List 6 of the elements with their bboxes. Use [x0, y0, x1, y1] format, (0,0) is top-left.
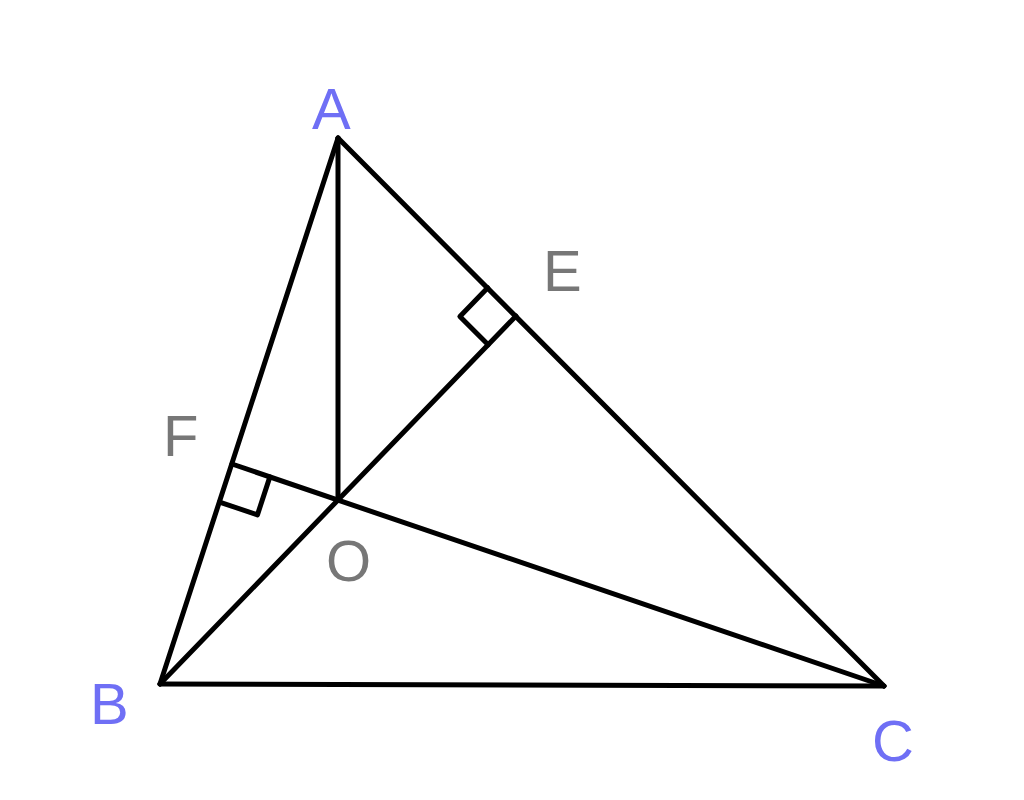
point-label: B: [90, 675, 129, 733]
point-label: E: [543, 242, 582, 300]
point-label: A: [312, 80, 351, 138]
point-label: O: [326, 532, 372, 590]
point-label: C: [872, 712, 914, 770]
point-label: F: [163, 407, 199, 465]
